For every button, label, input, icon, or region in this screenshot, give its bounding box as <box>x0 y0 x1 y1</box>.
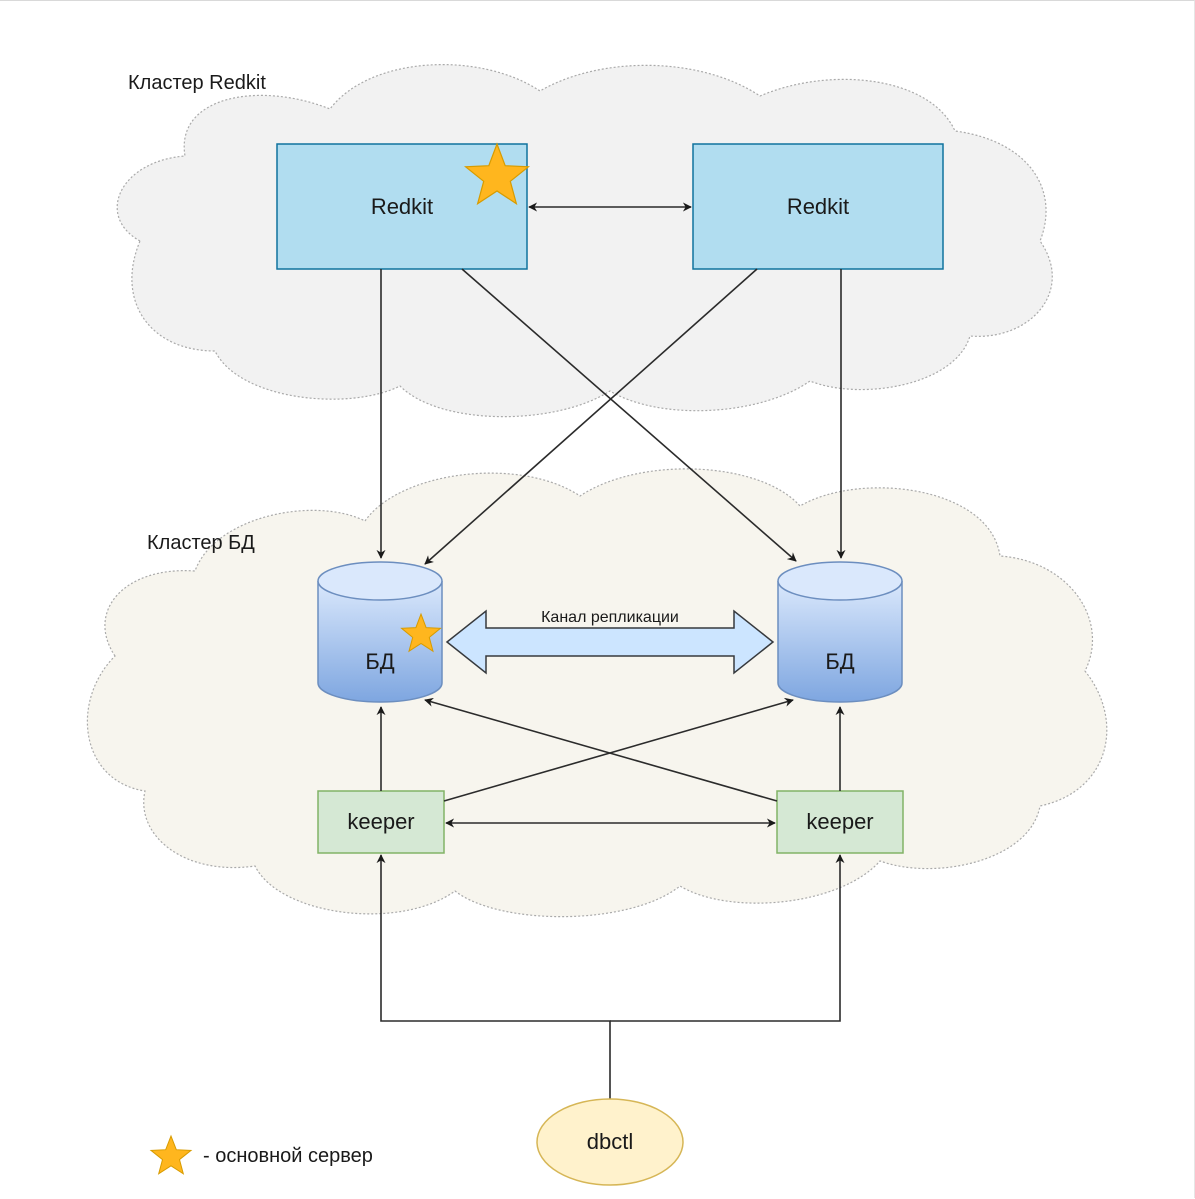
keeper-node-right[interactable]: keeper <box>776 790 904 854</box>
db-secondary-label: БД <box>825 649 854 674</box>
dbctl-to-keeper-right-connector <box>610 854 845 1022</box>
db-node-secondary[interactable]: БД <box>777 561 903 703</box>
db-cluster-label: Кластер БД <box>147 532 255 554</box>
keeper-left-label: keeper <box>347 809 414 834</box>
redkit-cluster-label: Кластер Redkit <box>128 72 266 94</box>
legend-label: - основной сервер <box>203 1145 373 1167</box>
keeper-node-left[interactable]: keeper <box>317 790 445 854</box>
db-node-primary[interactable]: БД <box>317 561 443 703</box>
replication-channel-label: Канал репликации <box>541 609 679 626</box>
redkit-node-secondary[interactable]: Redkit <box>692 143 944 270</box>
redkit2-to-db1-connector <box>424 268 758 565</box>
keeper-right-label: keeper <box>806 809 873 834</box>
dbctl-label: dbctl <box>587 1129 633 1154</box>
keeper1-to-db2-connector <box>443 697 794 802</box>
star-icon <box>400 612 442 653</box>
redkit-node-primary[interactable]: Redkit <box>276 143 528 270</box>
db-primary-label: БД <box>365 649 394 674</box>
replication-channel-arrow <box>445 609 775 675</box>
dbctl-node[interactable]: dbctl <box>536 1098 684 1186</box>
redkit1-to-db2-connector <box>461 268 797 562</box>
redkit-secondary-label: Redkit <box>787 194 849 219</box>
keeper2-to-db1-connector <box>424 697 778 802</box>
redkit-primary-label: Redkit <box>371 194 433 219</box>
star-icon <box>463 142 531 206</box>
star-icon <box>149 1134 193 1175</box>
legend: - основной сервер <box>149 1134 373 1175</box>
dbctl-to-keepers-connector <box>376 854 611 1099</box>
